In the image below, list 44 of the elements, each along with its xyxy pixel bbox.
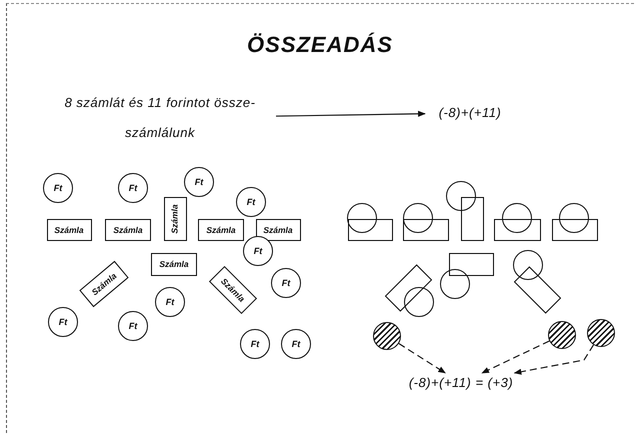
bill-box: Számla — [164, 197, 186, 241]
bill-outline — [552, 219, 598, 241]
dashed-arrow — [514, 344, 594, 375]
hatched-coin — [587, 319, 615, 347]
bill-outline — [513, 266, 561, 314]
coin-circle: Ft — [240, 329, 270, 359]
coin-outline — [446, 181, 476, 211]
bill-outline — [460, 197, 484, 241]
coin-circle: Ft — [43, 173, 73, 203]
hatched-coin — [548, 321, 576, 349]
dashed-arrow — [398, 343, 446, 374]
coin-outline — [513, 250, 543, 280]
hatched-coin — [373, 322, 401, 350]
arrow — [276, 110, 426, 117]
title: ÖSSZEADÁS — [246, 32, 394, 58]
bill-outline — [384, 264, 432, 312]
coin-circle: Ft — [236, 187, 266, 217]
coin-circle: Ft — [118, 311, 148, 341]
text-label: (-8)+(+11) = (+3) — [396, 373, 526, 393]
coin-outline — [559, 203, 589, 233]
coin-circle: Ft — [184, 167, 214, 197]
text-label: (-8)+(+11) — [425, 103, 515, 123]
coin-circle: Ft — [155, 287, 185, 317]
coin-circle: Ft — [118, 173, 148, 203]
coin-outline — [403, 203, 433, 233]
coin-circle: Ft — [48, 307, 78, 337]
bill-box: Számla — [151, 252, 197, 276]
bill-outline — [348, 219, 392, 241]
bill-outline — [448, 252, 494, 276]
coin-circle: Ft — [271, 268, 301, 298]
coin-circle: Ft — [281, 329, 311, 359]
coin-outline — [502, 203, 532, 233]
bill-box: Számla — [105, 219, 151, 241]
coin-outline — [440, 269, 470, 299]
coin-circle: Ft — [243, 236, 273, 266]
text-label: 8 számlát és 11 forintot össze- számlálunk — [44, 88, 276, 148]
dashed-arrow — [481, 340, 550, 374]
bill-outline — [494, 219, 540, 241]
coin-outline — [347, 203, 377, 233]
bill-box: Számla — [256, 219, 300, 241]
bill-box: Számla — [46, 219, 92, 241]
coin-outline — [404, 287, 434, 317]
bill-box: Számla — [198, 219, 244, 241]
bill-outline — [403, 219, 449, 241]
